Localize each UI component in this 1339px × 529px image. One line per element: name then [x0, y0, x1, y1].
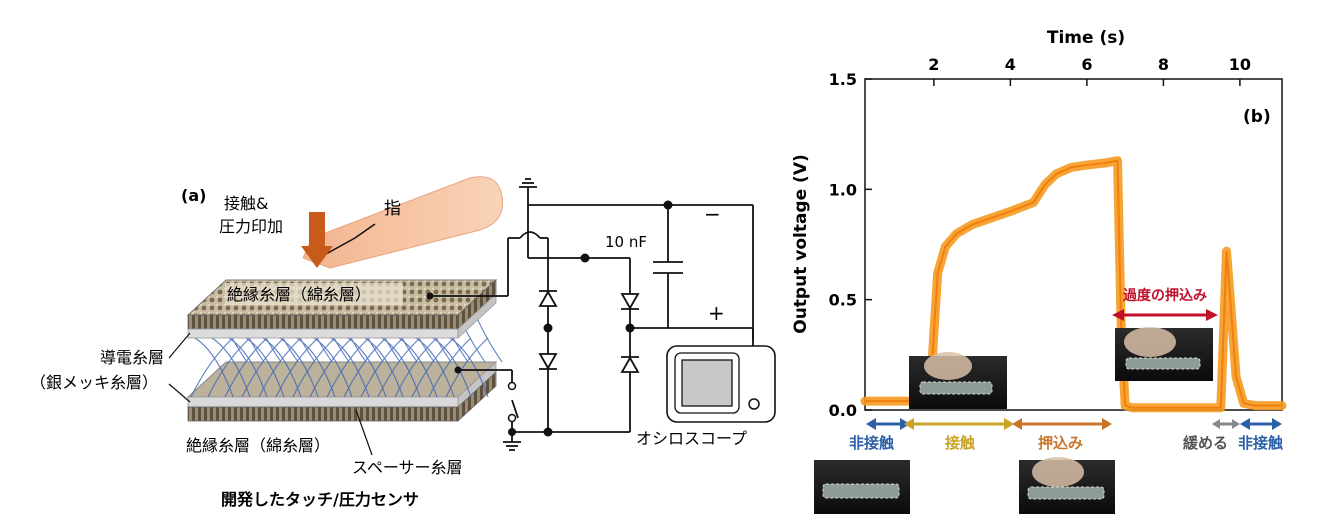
action-label-2: 圧力印加: [219, 217, 283, 236]
phase-label-release: 緩める: [1183, 434, 1228, 452]
bottom-layer-front: [187, 406, 459, 422]
finger-leader-line: [354, 223, 376, 239]
annotation-label: 過度の押込み: [1122, 287, 1207, 304]
bottom-layer-label: 絶縁糸層（綿糸層）: [186, 436, 330, 455]
oscilloscope-screen: [681, 359, 733, 407]
oscilloscope-knob: [748, 398, 760, 410]
spacer-leader-line: [355, 409, 373, 456]
y-tick-label: 1.5: [829, 70, 857, 89]
circuit-nodes: [426, 200, 673, 437]
x-tick-label: 8: [1158, 55, 1169, 74]
minus-label: −: [704, 202, 721, 226]
panel-a-label: (a): [181, 186, 206, 205]
panel-b-label: (b): [1243, 107, 1271, 127]
x-tick-label: 2: [928, 55, 939, 74]
phase-arrows: [866, 418, 1282, 430]
conductive-leader-bottom: [168, 383, 191, 403]
phase-label-contact: 接触: [945, 434, 975, 452]
plot-frame: [864, 78, 1283, 411]
phase-arrow-contact: [904, 418, 1014, 430]
finger-shape: [302, 176, 504, 269]
panel-a: (a) 指 接触& 圧力印加 絶縁糸層（綿糸層） 導電糸層 （銀メッキ糸層） 絶…: [30, 176, 776, 509]
top-layer-front: [187, 314, 459, 330]
annotation-arrow-right-icon: [1206, 309, 1218, 321]
panel-b-chart: Time (s) Output voltage (V) (b) 2 4 6 8 10 0…: [791, 28, 1287, 514]
phase-label-noncontact-2: 非接触: [1238, 434, 1283, 452]
oscilloscope-label: オシロスコープ: [636, 429, 747, 448]
phase-label-press: 押込み: [1038, 434, 1083, 452]
conductive-label-2: （銀メッキ糸層）: [30, 373, 158, 392]
action-label-1: 接触&: [224, 194, 268, 213]
pressure-arrow-icon: [301, 212, 333, 268]
y-tick-label: 0.5: [829, 291, 857, 310]
y-axis-label: Output voltage (V): [791, 154, 811, 334]
bottom-conductive-film: [187, 396, 459, 408]
phase-arrow-press: [1012, 418, 1112, 430]
top-conductive-film-side: [457, 293, 497, 339]
phase-arrow-noncontact-1: [866, 418, 910, 430]
y-tick-label: 1.0: [829, 180, 857, 199]
spacer-label: スペーサー糸層: [352, 458, 463, 477]
phase-arrow-noncontact-2: [1240, 418, 1282, 430]
photo-press: [1019, 457, 1115, 514]
phase-arrow-release: [1212, 419, 1240, 429]
capacitor-label: 10 nF: [605, 233, 647, 251]
x-tick-label: 4: [1005, 55, 1016, 74]
panel-a-caption: 開発したタッチ/圧力センサ: [221, 490, 419, 509]
top-conductive-film: [187, 328, 459, 339]
switch-contact-top: [507, 381, 517, 391]
phase-label-noncontact-1: 非接触: [849, 434, 894, 452]
finger-pointer-line: [325, 237, 356, 255]
x-axis-label: Time (s): [1047, 28, 1125, 48]
plus-label: +: [708, 301, 725, 325]
annotation-arrow-left-icon: [1112, 309, 1124, 321]
finger-label: 指: [384, 199, 401, 219]
x-tick-label: 10: [1229, 55, 1251, 74]
conductive-leader-top: [168, 332, 191, 359]
y-tick-label: 0.0: [829, 401, 857, 420]
diodes: [538, 290, 640, 373]
series-line-core: [865, 159, 1282, 409]
top-layer-label: 絶縁糸層（綿糸層）: [227, 285, 371, 304]
photo-overpress: [1115, 327, 1213, 381]
top-label-backdrop: [225, 283, 403, 305]
conductive-label-1: 導電糸層: [100, 348, 164, 367]
switch-contact-bottom: [507, 413, 517, 423]
photo-noncontact: [814, 460, 910, 514]
photo-contact: [909, 352, 1007, 409]
x-tick-label: 6: [1081, 55, 1092, 74]
